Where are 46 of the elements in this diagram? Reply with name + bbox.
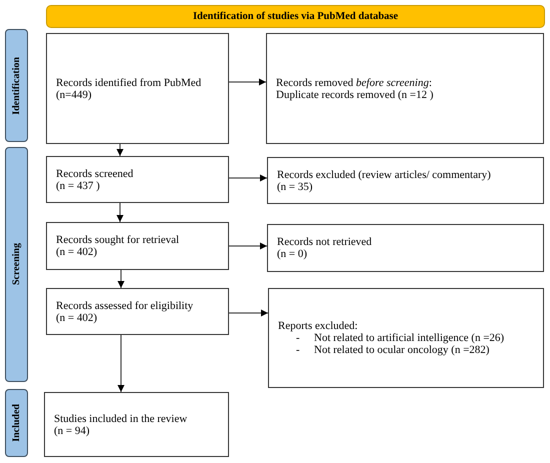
exclusion-reason: Not related to ocular oncology (n =282)	[314, 344, 490, 356]
count-label: (n = 402)	[56, 246, 98, 258]
arrow	[118, 334, 124, 392]
section-header-band	[46, 5, 545, 28]
phase-tab	[5, 389, 28, 457]
step-label: Records assessed for eligibility	[56, 300, 194, 312]
arrow	[116, 144, 124, 156]
process-box	[268, 288, 544, 388]
process-box	[267, 224, 544, 272]
bullet-dash: -	[296, 344, 300, 356]
step-label: Studies included in the review	[54, 412, 188, 424]
arrow	[228, 310, 268, 316]
process-box	[267, 157, 544, 204]
step-label: Records not retrieved	[277, 236, 372, 248]
phase-tab	[5, 29, 28, 142]
count-label: (n = 94)	[54, 424, 90, 436]
step-label: Records screened	[56, 168, 134, 180]
phase-label: Identification	[10, 56, 22, 114]
header-title: Identification of studies via PubMed database	[192, 11, 398, 22]
phase-tab	[5, 147, 28, 382]
step-label: Records sought for retrieval	[56, 234, 180, 246]
step-label: Records identified from PubMed	[56, 76, 202, 88]
process-box	[44, 392, 229, 457]
phase-label: Screening	[10, 243, 22, 286]
process-box	[46, 33, 229, 144]
process-box	[46, 288, 229, 335]
arrow	[116, 202, 124, 222]
arrow	[118, 270, 124, 288]
count-label: (n = 0)	[277, 248, 308, 260]
step-label: Records excluded (review articles/ commentary)	[277, 168, 491, 180]
bullet-dash: -	[296, 332, 300, 344]
removal-count: Duplicate records removed (n =12 )	[276, 88, 434, 100]
exclusion-reason: Not related to artificial intelligence (n =26)	[314, 332, 504, 344]
phase-label: Included	[10, 404, 22, 442]
process-box	[266, 33, 544, 144]
process-box	[46, 222, 229, 270]
count-label: (n = 437 )	[56, 180, 100, 192]
arrow	[228, 174, 268, 182]
arrow	[228, 242, 268, 250]
removal-note: Records removed before screening:	[276, 76, 432, 88]
exclusion-heading: Reports excluded:	[278, 320, 358, 332]
count-label: (n = 402)	[56, 312, 98, 324]
count-label: (n=449)	[56, 88, 92, 100]
process-box	[46, 156, 229, 203]
count-label: (n = 35)	[277, 180, 313, 192]
arrow	[228, 78, 266, 86]
